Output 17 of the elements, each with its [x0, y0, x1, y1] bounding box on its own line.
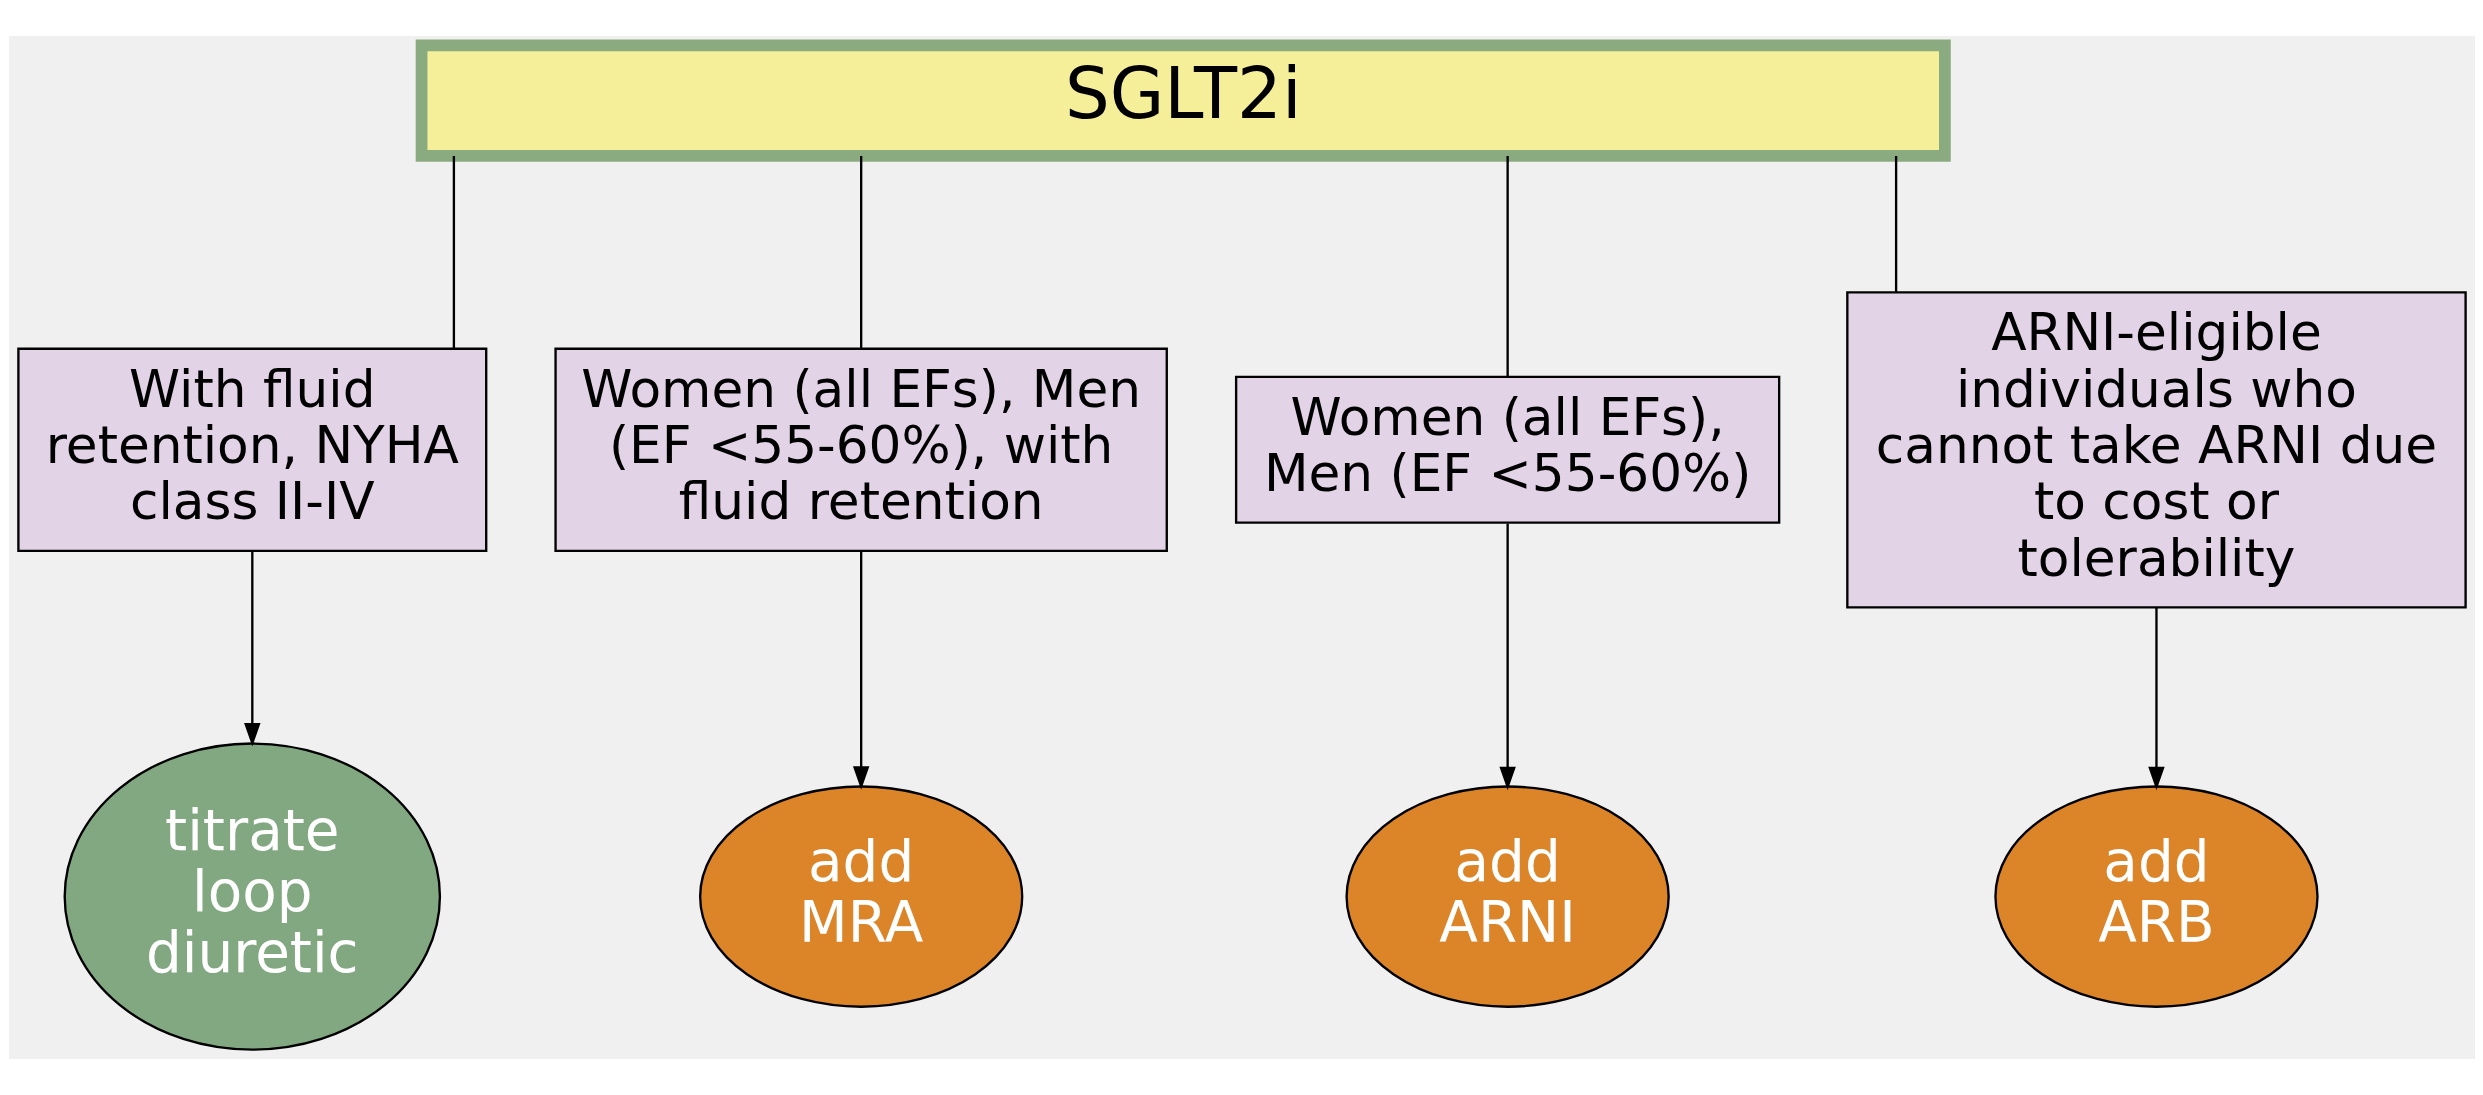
connector — [452, 156, 455, 349]
node-ellipse: add MRA — [698, 785, 1023, 1008]
node-box: ARNI-eligible individuals who cannot take ARNI due to cost or tolerability — [1845, 291, 2467, 609]
node-ellipse: titrate loop diuretic — [63, 742, 441, 1051]
arrow — [2147, 607, 2165, 791]
node-ellipse: add ARB — [1993, 785, 2319, 1008]
connector — [859, 156, 862, 349]
node-box: SGLT2i — [415, 39, 1951, 162]
node-ellipse: add ARNI — [1344, 785, 1670, 1008]
connector — [1505, 156, 1509, 377]
node-box: Women (all EFs), Men (EF <55-60%), with fluid retention — [553, 347, 1168, 553]
connector — [1894, 156, 1897, 293]
arrow — [1498, 523, 1516, 791]
arrow — [243, 551, 261, 747]
node-box: With fluid retention, NYHA class II-IV — [16, 347, 487, 553]
arrow — [852, 551, 869, 790]
node-box: Women (all EFs), Men (EF <55-60%) — [1234, 375, 1780, 524]
